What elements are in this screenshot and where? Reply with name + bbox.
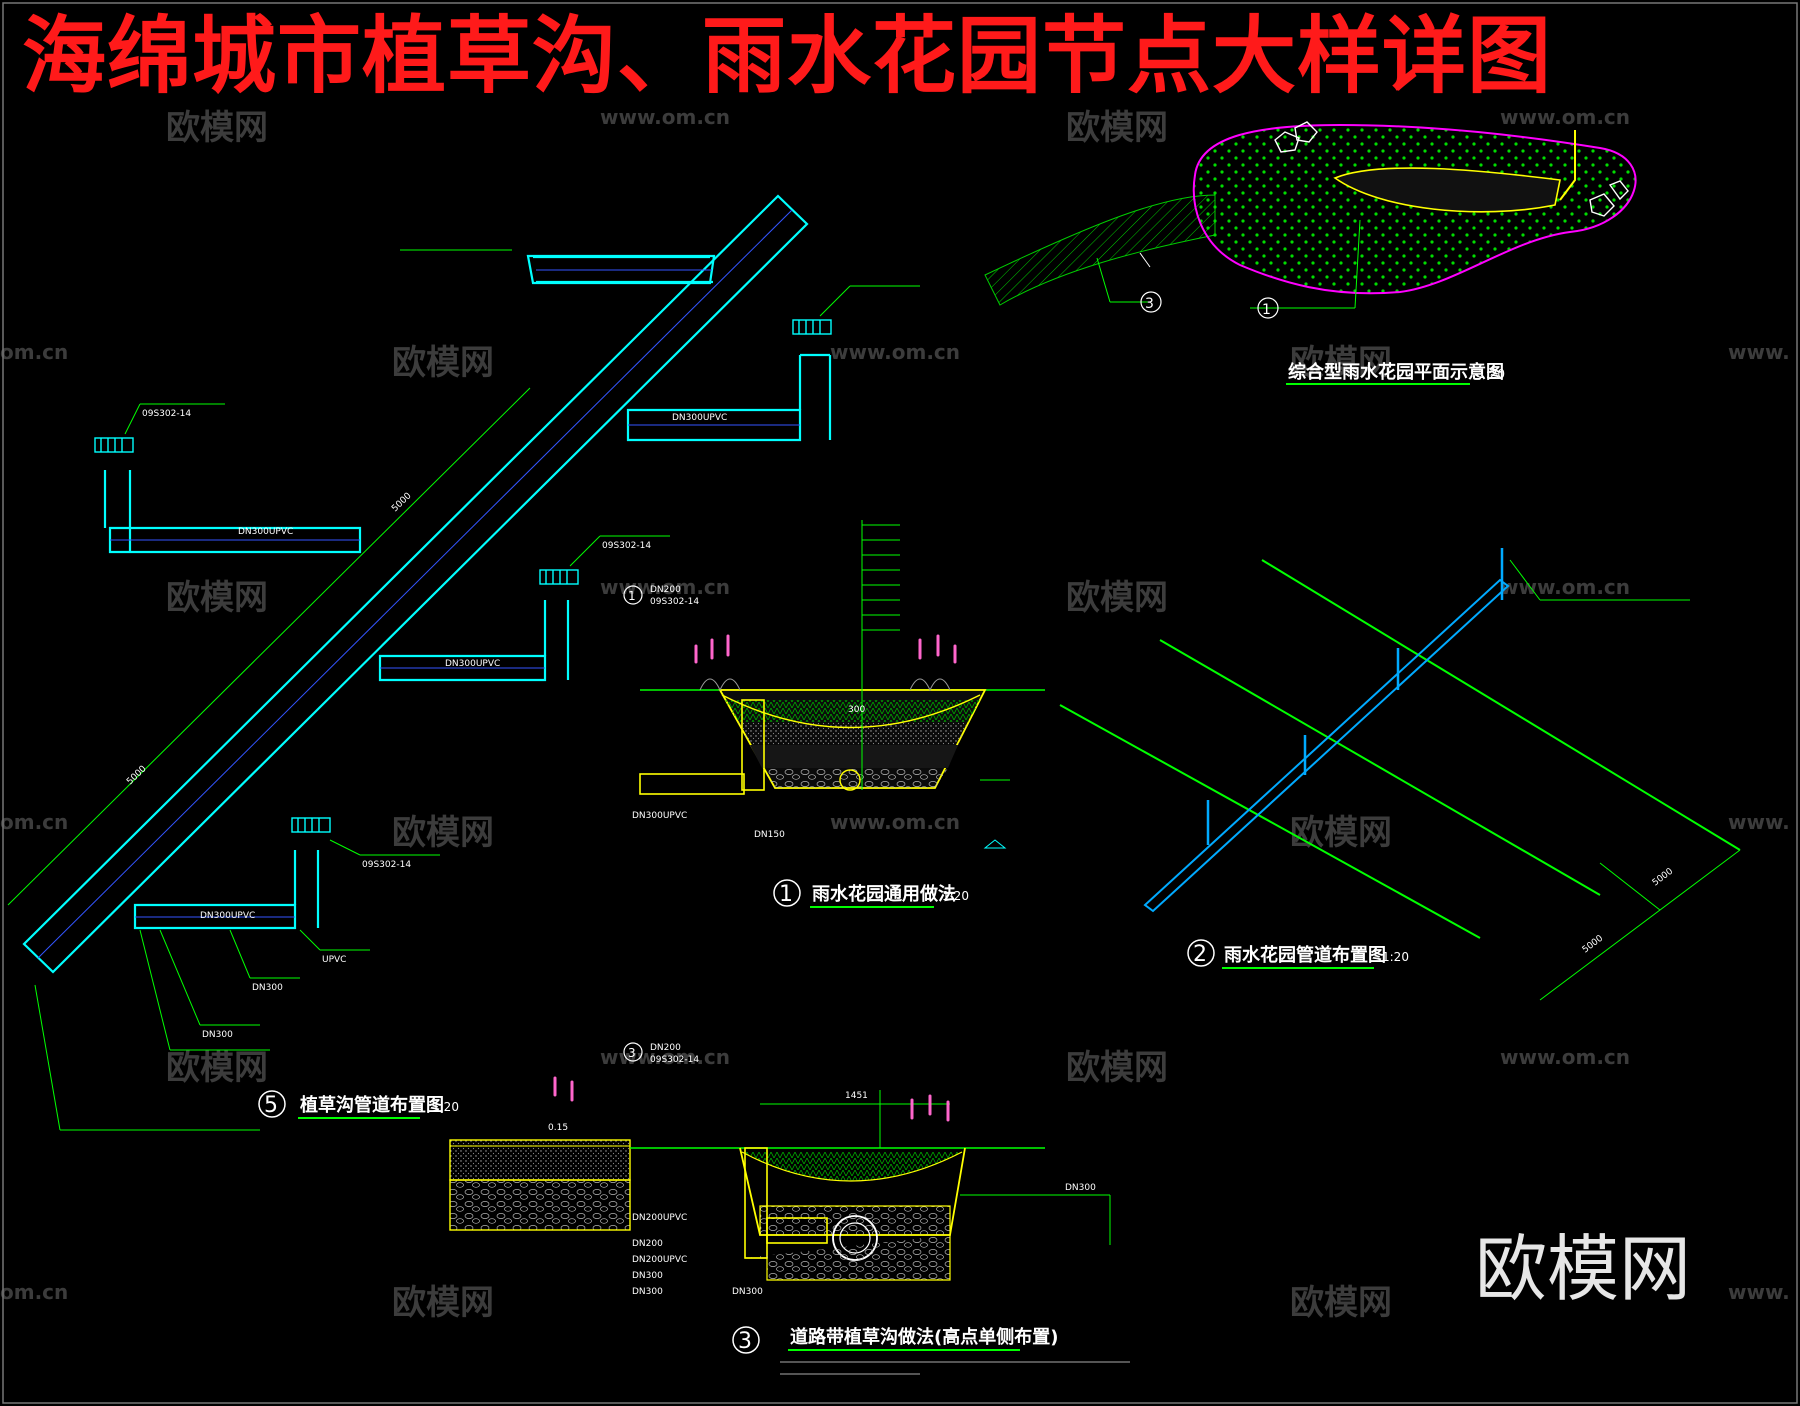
watermark: 欧模网 xyxy=(1290,343,1392,383)
pipe-label: DN200 xyxy=(650,1043,681,1053)
view-scale: 1:20 xyxy=(942,889,969,903)
dimension: 5000 xyxy=(125,764,149,787)
view-title: 综合型雨水花园平面示意图 xyxy=(1288,361,1504,383)
std-label: 09S302-14 xyxy=(650,1055,699,1065)
view-title: 植草沟管道布置图 xyxy=(300,1094,444,1116)
watermark-url: www.om.cn xyxy=(830,340,961,364)
pipe-label: UPVC xyxy=(322,955,346,965)
watermark-url: www.om.cn xyxy=(600,105,731,129)
dimension: 5000 xyxy=(1581,933,1606,955)
road-swale-section: 3 DN200 09S302-14 1451 0.15 DN200UPVC DN… xyxy=(449,1042,1130,1375)
pipe-label: DN300UPVC xyxy=(200,911,255,921)
watermark-url: www. xyxy=(1728,810,1790,834)
pipe-label: DN300UPVC xyxy=(238,527,293,537)
watermark: 欧模网 xyxy=(392,343,494,383)
view-number: 5 xyxy=(264,1093,278,1118)
pipe-label: DN200UPVC xyxy=(632,1213,687,1223)
watermark-url: www.om.cn xyxy=(600,1045,731,1069)
page-title: 海绵城市植草沟、雨水花园节点大样详图 xyxy=(22,7,1553,105)
pipe-label: DN200UPVC xyxy=(632,1255,687,1265)
pipe-label: DN300UPVC xyxy=(672,413,727,423)
watermark-url: www.om.cn xyxy=(600,575,731,599)
std-label: 09S302-14 xyxy=(142,409,191,419)
watermark-url: www. xyxy=(1728,340,1790,364)
watermark-url: www. xyxy=(1728,1280,1790,1304)
view-scale: 1:20 xyxy=(1478,367,1505,381)
plan-marker: 3 xyxy=(1145,296,1154,312)
view-title: 道路带植草沟做法(高点单侧布置) xyxy=(790,1326,1058,1348)
pipe-label: DN300 xyxy=(632,1287,663,1297)
pipe-label: DN300 xyxy=(632,1271,663,1281)
pipe-label: DN150 xyxy=(754,830,785,840)
watermark-url: om.cn xyxy=(0,340,69,364)
watermark: 欧模网 xyxy=(166,578,268,618)
view-title: 雨水花园通用做法 xyxy=(812,883,956,905)
watermark-url: www.om.cn xyxy=(1500,1045,1631,1069)
watermark-url: www.om.cn xyxy=(1500,105,1631,129)
pipe-label: DN300UPVC xyxy=(445,659,500,669)
view-number: 3 xyxy=(738,1329,752,1354)
pipe-label: DN300 xyxy=(202,1030,233,1040)
std-label: 09S302-14 xyxy=(362,860,411,870)
rain-garden-section: 1 DN200 09S302-14 DN300UPVC DN150 300 1 … xyxy=(623,520,1045,908)
view-title: 雨水花园管道布置图 xyxy=(1224,944,1386,966)
watermark-url: www.om.cn xyxy=(830,810,961,834)
pipe-label: DN200 xyxy=(632,1239,663,1249)
dimension: 0.15 xyxy=(548,1123,568,1133)
dimension: 300 xyxy=(848,705,865,715)
swale-pipe-layout: 5 植草沟管道布置图 1:20 DN300UPVC DN300UPVC DN30… xyxy=(7,194,920,1131)
rain-garden-pipe-layout: 5000 5000 2 雨水花园管道布置图 1:20 xyxy=(1059,548,1741,1001)
watermark: 欧模网 xyxy=(1066,578,1168,618)
watermark: 欧模网 xyxy=(392,813,494,853)
watermark: 欧模网 xyxy=(166,1048,268,1088)
watermark: 欧模网 xyxy=(1290,813,1392,853)
detail-marker: 1 xyxy=(628,589,636,603)
dimension: 5000 xyxy=(1651,866,1676,888)
watermark: 欧模网 xyxy=(1290,1283,1392,1323)
dimension: 5000 xyxy=(390,491,414,514)
view-number: 1 xyxy=(779,882,793,907)
watermark: 欧模网 xyxy=(166,108,268,148)
brand-logo: 欧模网 xyxy=(1475,1227,1692,1311)
pipe-label: DN300 xyxy=(732,1287,763,1297)
view-number: 2 xyxy=(1193,942,1207,967)
view-scale: 1:20 xyxy=(432,1100,459,1114)
detail-marker: 3 xyxy=(628,1046,636,1060)
std-label: 09S302-14 xyxy=(602,541,651,551)
watermark: 欧模网 xyxy=(392,1283,494,1323)
watermark-url: om.cn xyxy=(0,1280,69,1304)
watermark: 欧模网 xyxy=(1066,1048,1168,1088)
watermark-url: om.cn xyxy=(0,810,69,834)
pipe-label: DN300 xyxy=(252,983,283,993)
rain-garden-plan: 3 1 综合型雨水花园平面示意图 1:20 xyxy=(984,121,1637,385)
pipe-label: DN300 xyxy=(1065,1183,1096,1193)
watermark: 欧模网 xyxy=(1066,108,1168,148)
pipe-label: DN300UPVC xyxy=(632,811,687,821)
view-scale: 1:20 xyxy=(1382,950,1409,964)
watermark-url: www.om.cn xyxy=(1500,575,1631,599)
dimension: 1451 xyxy=(845,1091,868,1101)
pipe-label: DN200 xyxy=(650,585,681,595)
plan-marker: 1 xyxy=(1262,302,1271,318)
std-label: 09S302-14 xyxy=(650,597,699,607)
